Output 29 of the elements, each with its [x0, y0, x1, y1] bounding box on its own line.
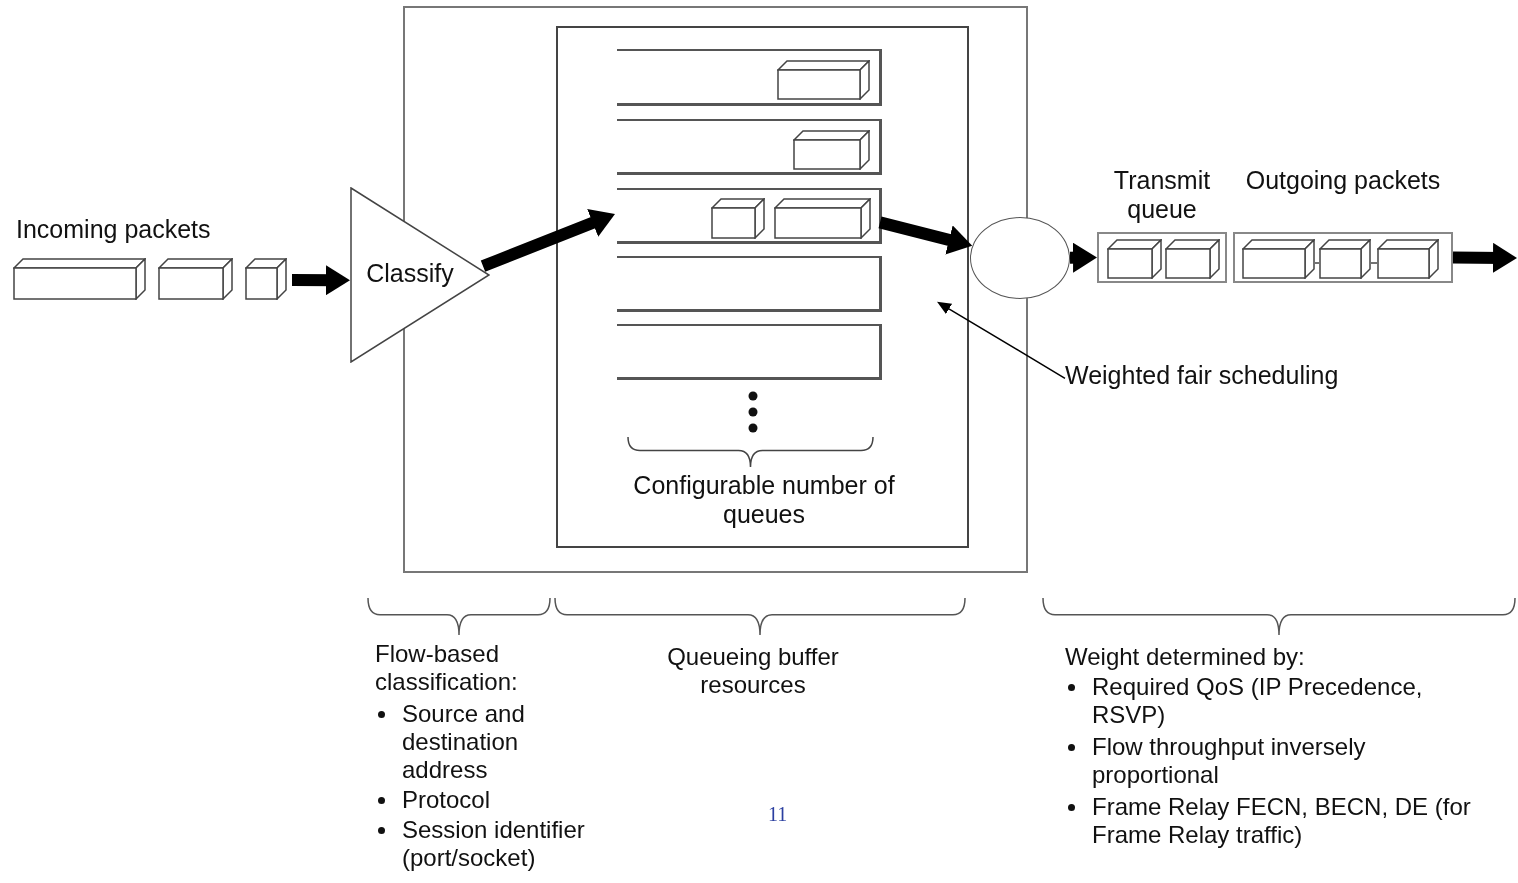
queue-slot	[617, 256, 882, 312]
queue-slot	[617, 324, 882, 380]
node-label: Outgoing packets	[1244, 166, 1442, 195]
note-text: Weight determined by:	[1065, 643, 1306, 671]
node-label: Incoming packets	[16, 215, 212, 244]
flow-arrow	[1069, 242, 1098, 273]
note-text: Protocol	[402, 786, 492, 814]
queue-panel	[556, 26, 969, 548]
classifier-triangle	[350, 187, 490, 363]
note-text: Source and destination address	[402, 700, 526, 784]
note-text: Session identifier (port/socket)	[402, 816, 586, 872]
note-text: 11	[768, 802, 789, 827]
flow-arrow	[1452, 242, 1518, 273]
note-text: Flow-based classification:	[375, 640, 519, 696]
note-text: Queueing buffer resources	[666, 643, 840, 699]
node-label: Weighted fair scheduling	[1065, 361, 1340, 390]
note-text: Frame Relay FECN, BECN, DE (for Frame Relay traffic)	[1092, 793, 1472, 849]
node-label: Classify	[365, 259, 455, 288]
flow-arrow	[878, 216, 974, 255]
note-text: Flow throughput inversely proportional	[1092, 733, 1367, 789]
note-text: Required QoS (IP Precedence, RSVP)	[1092, 673, 1424, 729]
flow-arrow	[480, 208, 618, 272]
queue-slot	[617, 188, 882, 244]
flow-arrow	[291, 265, 351, 296]
leader-arrow	[936, 300, 1066, 380]
queue-slot	[617, 49, 882, 106]
queue-slot	[617, 119, 882, 175]
node-label: Configurable number of queues	[632, 471, 896, 529]
node-label: Transmit queue	[1112, 166, 1212, 224]
